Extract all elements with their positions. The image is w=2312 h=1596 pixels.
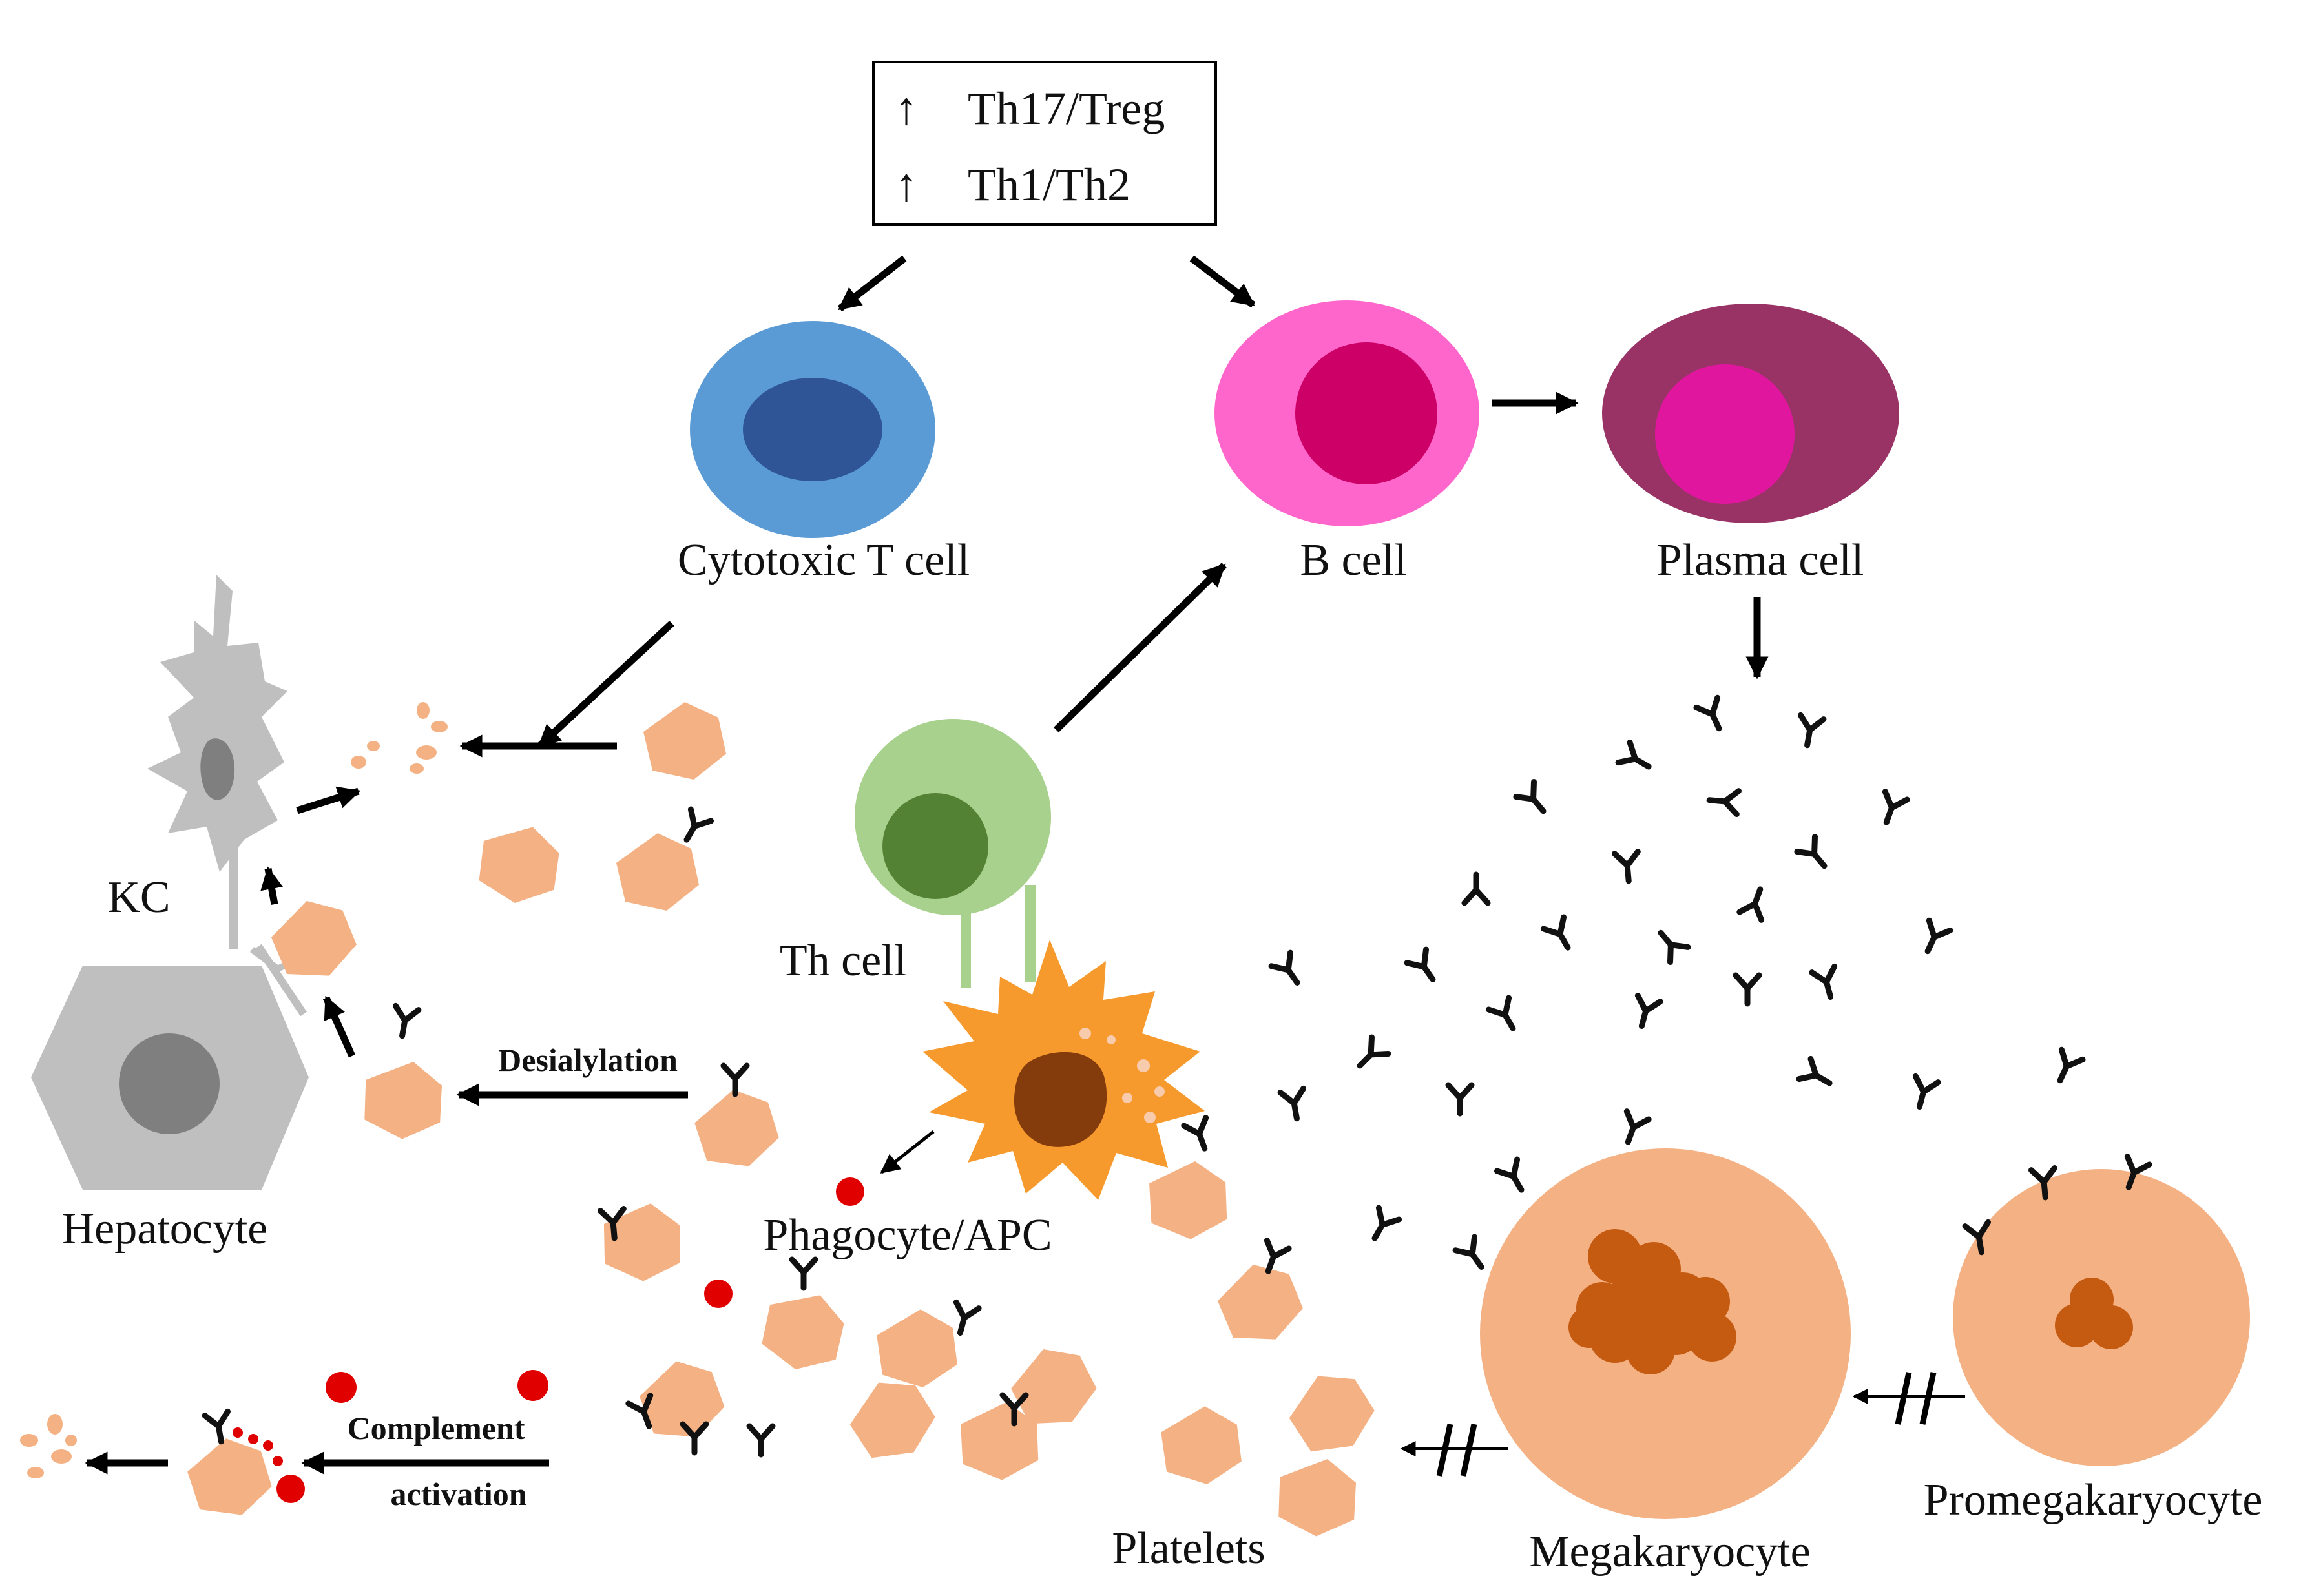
megakaryocyte xyxy=(1480,1148,1851,1519)
promegakaryocyte-label: Promegakaryocyte xyxy=(1924,1475,2263,1525)
kupffer-cell xyxy=(147,575,307,1017)
th-cell xyxy=(855,719,1051,988)
complement-activation-label-line2: activation xyxy=(390,1476,526,1512)
up-arrow-icon: ↑ xyxy=(895,159,918,211)
arrow-th-to-b xyxy=(1054,563,1227,732)
b-cell xyxy=(1214,300,1479,526)
antibodies xyxy=(205,698,2149,1455)
plasma-cell-label: Plasma cell xyxy=(1657,535,1864,585)
desialylation-label: Desialylation xyxy=(498,1042,678,1078)
arrow-to-cytotoxic xyxy=(837,255,907,312)
hepatocyte-label: Hepatocyte xyxy=(62,1204,268,1254)
complement-dot xyxy=(836,1177,864,1206)
promegakaryocyte xyxy=(1953,1169,2250,1466)
complement-dots xyxy=(233,1280,733,1503)
th-ratio-box: ↑ Th17/Treg ↑ Th1/Th2 xyxy=(872,61,1217,226)
hepatocyte xyxy=(31,966,309,1190)
arrow-cytotoxic-attack xyxy=(537,620,674,749)
phagocyte-apc xyxy=(922,940,1205,1200)
b-cell-label: B cell xyxy=(1300,535,1406,585)
phagocyte-apc-label: Phagocyte/APC xyxy=(763,1210,1052,1260)
platelet-debris xyxy=(351,702,448,774)
blocked-arrow-to-megakaryocyte xyxy=(1400,1424,1508,1477)
complement-activation-label-line1: Complement xyxy=(348,1410,525,1446)
plasma-cell xyxy=(1602,304,1899,523)
arrow-to-b-cell xyxy=(1189,255,1256,308)
blocked-arrow-to-promegakaryocyte xyxy=(1852,1372,1965,1425)
cytotoxic-t-cell-label: Cytotoxic T cell xyxy=(678,535,970,585)
th17-treg-label: Th17/Treg xyxy=(968,83,1165,134)
th-cell-label: Th cell xyxy=(780,936,906,986)
arrow-phagocyte-release xyxy=(880,1130,935,1174)
up-arrow-icon: ↑ xyxy=(895,83,918,134)
th1-th2-label: Th1/Th2 xyxy=(968,159,1130,211)
kc-label: KC xyxy=(107,873,170,922)
arrow-desialylated-up xyxy=(322,995,356,1058)
cytotoxic-t-cell xyxy=(690,321,935,538)
megakaryocyte-label: Megakaryocyte xyxy=(1529,1527,1810,1577)
arrow-platelet-to-kc xyxy=(260,866,283,905)
platelet-debris xyxy=(20,1414,77,1478)
platelets-label: Platelets xyxy=(1112,1524,1265,1573)
arrow-kc-to-debris xyxy=(296,786,361,814)
